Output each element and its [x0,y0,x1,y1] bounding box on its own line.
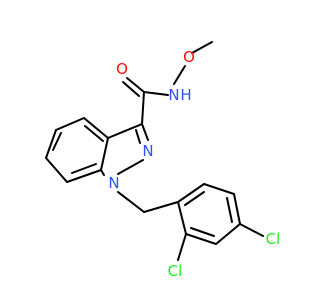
bond-c7-c6 [45,129,57,159]
bond-ph-c6-c1 [177,183,205,203]
atom-o-methoxy: O [183,48,195,66]
bond-ph-c1-c2 [177,201,187,235]
atom-n-amide: N [168,86,179,104]
bond-n2-n1 [117,159,144,175]
bond-c5-c4-inner [84,125,104,142]
chemical-structure-diagram: O N H O N N Cl Cl [45,41,280,280]
bond-ph-c4-c5-inner [226,197,233,223]
bond-c3-carbonyl [141,91,145,125]
bond-ch2-ring [143,201,179,213]
bond-c3a-c7a-inner [71,163,97,174]
bond-ph-c5-c6 [203,183,235,195]
bond-n1-ch2 [117,191,145,213]
bonds [45,41,264,261]
atom-n1: N [108,174,119,192]
bond-n1-c7a [100,169,105,176]
bond-ph-c4-c5 [233,193,241,225]
bond-c3-n2 [141,123,149,141]
bond-ph-c2-c3-inner [190,227,215,237]
bond-c3a-c7a [66,169,102,183]
bond-c3-n2-inner [135,129,141,144]
bond-ph-c3-c4 [215,223,241,245]
atom-n2: N [142,142,153,160]
bond-carbonyl-o [126,77,145,93]
bond-n-o-methoxy [173,65,186,85]
atom-cl-ortho: Cl [168,262,183,280]
bond-c-cl-ortho [177,233,187,261]
bond-ph-c2-c3 [185,233,217,245]
atom-cl-para: Cl [266,230,281,248]
bond-c-cl-para [239,223,264,237]
bond-c4-c3a [100,137,109,171]
atom-h-amide: H [180,86,191,104]
bond-c6-c6-inner [52,132,62,151]
bond-carbonyl-n [143,91,169,96]
atom-labels: O N H O N N Cl Cl [108,48,280,280]
bond-c5-c4 [83,117,109,139]
atom-o-carbonyl: O [116,60,128,78]
bond-c7a-c7 [45,157,68,183]
bond-c6-c5 [55,117,85,131]
bond-c3a-c3 [107,123,143,139]
bond-carbonyl-o-double [122,81,140,97]
bond-o-methyl [191,41,213,54]
bond-ph-c6-c1-inner [184,191,205,206]
